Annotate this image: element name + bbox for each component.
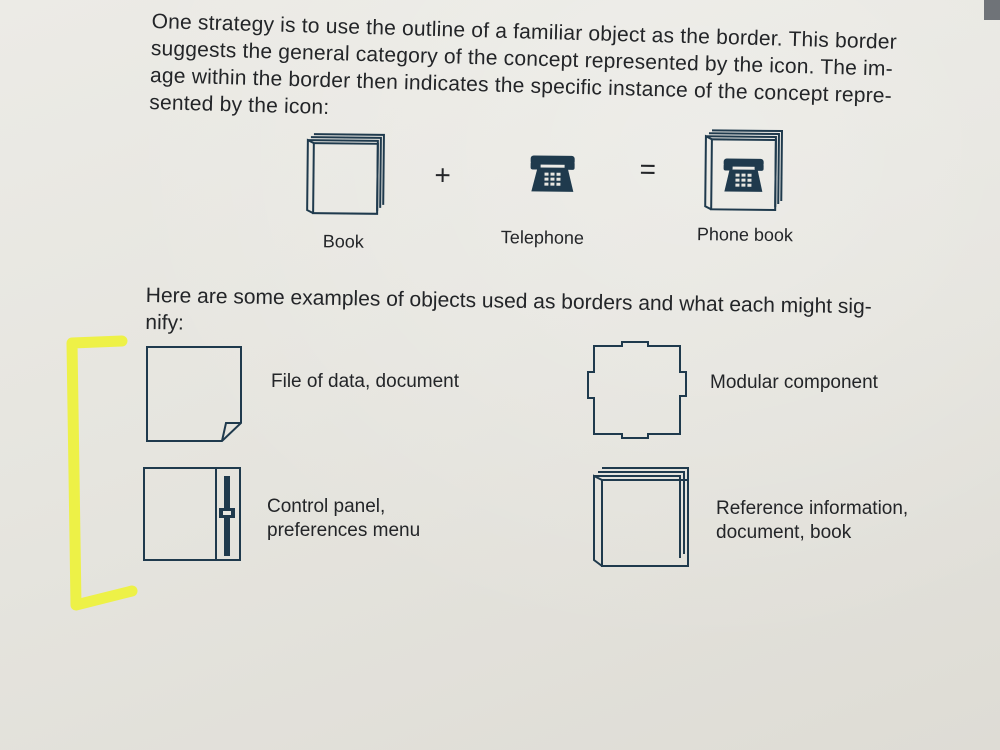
phone-book-figure (697, 124, 788, 222)
example-1-line-1: File of data, document (271, 371, 459, 392)
examples-intro-paragraph: Here are some examples of objects used a… (145, 282, 966, 349)
telephone-figure (527, 153, 577, 201)
icon-equation-figure: Book + Telephone = (299, 128, 820, 258)
book-caption: Book (322, 231, 364, 252)
stacked-pages-icon (593, 467, 689, 567)
intro-paragraph: One strategy is to use the outline of a … (149, 8, 962, 139)
telephone-caption: Telephone (500, 227, 585, 248)
document-icon (146, 346, 242, 442)
telephone-icon (530, 155, 575, 192)
book-figure (299, 128, 390, 224)
example-label-document: File of data, document (271, 370, 459, 394)
example-3-line-1: Control panel, (267, 496, 386, 517)
control-panel-icon (143, 467, 241, 561)
example-3-line-2: preferences menu (267, 520, 421, 541)
phone-book-icon (704, 129, 784, 211)
plus-sign: + (434, 159, 452, 191)
example-label-reference: Reference information, document, book (716, 497, 908, 545)
example-label-modular: Modular component (710, 371, 878, 395)
highlighter-bracket-mark (66, 335, 138, 611)
example-4-line-2: document, book (716, 522, 852, 543)
example-2-line-1: Modular component (710, 372, 878, 393)
book-icon (306, 133, 385, 215)
example-4-line-1: Reference information, (716, 498, 909, 519)
phone-book-caption: Phone book (696, 224, 794, 246)
puzzle-piece-icon (587, 341, 687, 439)
example-label-control-panel: Control panel, preferences menu (267, 495, 420, 543)
equals-sign: = (639, 153, 657, 185)
page-corner-tab (984, 0, 1000, 20)
